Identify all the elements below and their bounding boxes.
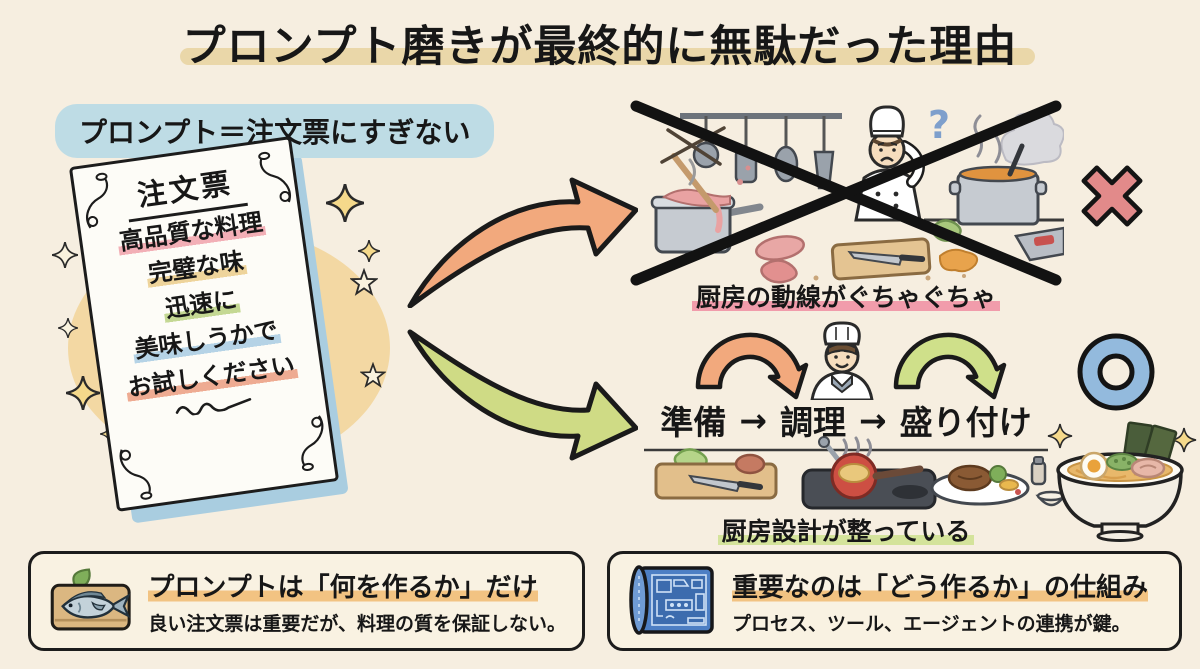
arrow-right-icon: → (739, 400, 767, 440)
star-icon (350, 268, 378, 296)
sparkle-icon (66, 376, 100, 410)
footer-right-text: 重要なのは「どう作るか」の仕組み プロセス、ツール、エージェントの連携が鍵。 (732, 567, 1149, 636)
sparkle-icon (326, 184, 364, 222)
title-highlight-swoosh (180, 48, 1035, 65)
footer-left-heading: プロンプトは「何を作るか」だけ (148, 572, 538, 603)
cross-mark-icon (1081, 165, 1143, 227)
green-curve-arrow-icon (407, 329, 638, 461)
green-curl-arrow-icon (893, 332, 1007, 400)
star-icon (360, 362, 386, 388)
sparkle-icon (358, 240, 380, 262)
arrow-right-icon: → (859, 400, 887, 440)
order-slip: 注文票 高品質な料理 完璧な味 迅速に 美味しうかで お試しください (68, 136, 340, 512)
orange-curve-arrow-icon (407, 177, 638, 308)
sparkle-icon (58, 318, 78, 338)
workflow-steps: 準備 → 調理 → 盛り付け (628, 396, 1064, 444)
step-cook: 調理 (780, 403, 846, 442)
step-plate: 盛り付け (899, 403, 1032, 442)
question-mark: ? (928, 103, 950, 147)
footer-card-how: 重要なのは「どう作るか」の仕組み プロセス、ツール、エージェントの連携が鍵。 (607, 551, 1182, 651)
corner-flourish-icon (301, 415, 324, 471)
blueprint-icon (629, 565, 714, 635)
organized-kitchen-illustration (644, 436, 1064, 510)
good-path-caption: 厨房設計が整っている (628, 512, 1064, 548)
footer-card-what: プロンプトは「何を作るか」だけ 良い注文票は重要だが、料理の質を保証しない。 (28, 551, 585, 651)
page-title: プロンプト磨きが最終的に無駄だった理由 (182, 22, 1018, 72)
corner-flourish-icon (86, 172, 109, 229)
signature-squiggle-icon (175, 398, 252, 417)
corner-flourish-icon (258, 151, 291, 203)
bad-path-caption: 厨房の動線がぐちゃぐちゃ (628, 278, 1064, 314)
corner-flourish-icon (119, 449, 153, 500)
sparkle-icon (52, 242, 78, 268)
ramen-bowl-illustration (1047, 421, 1197, 542)
step-prep: 準備 (660, 403, 727, 442)
footer-right-heading: 重要なのは「どう作るか」の仕組み (732, 572, 1149, 603)
footer-left-body: 良い注文票は重要だが、料理の質を保証しない。 (148, 612, 566, 635)
speech-bubble: プロンプト＝注文票にすぎない (55, 104, 495, 158)
circle-mark-icon (1077, 333, 1155, 411)
chef-happy-illustration (810, 321, 874, 400)
fish-on-cutting-board-icon (50, 568, 131, 631)
footer-left-text: プロンプトは「何を作るか」だけ 良い注文票は重要だが、料理の質を保証しない。 (148, 567, 566, 636)
footer-right-body: プロセス、ツール、エージェントの連携が鍵。 (732, 612, 1131, 635)
chaotic-kitchen-illustration: ? (630, 100, 1064, 286)
orange-curl-arrow-icon (695, 332, 809, 400)
